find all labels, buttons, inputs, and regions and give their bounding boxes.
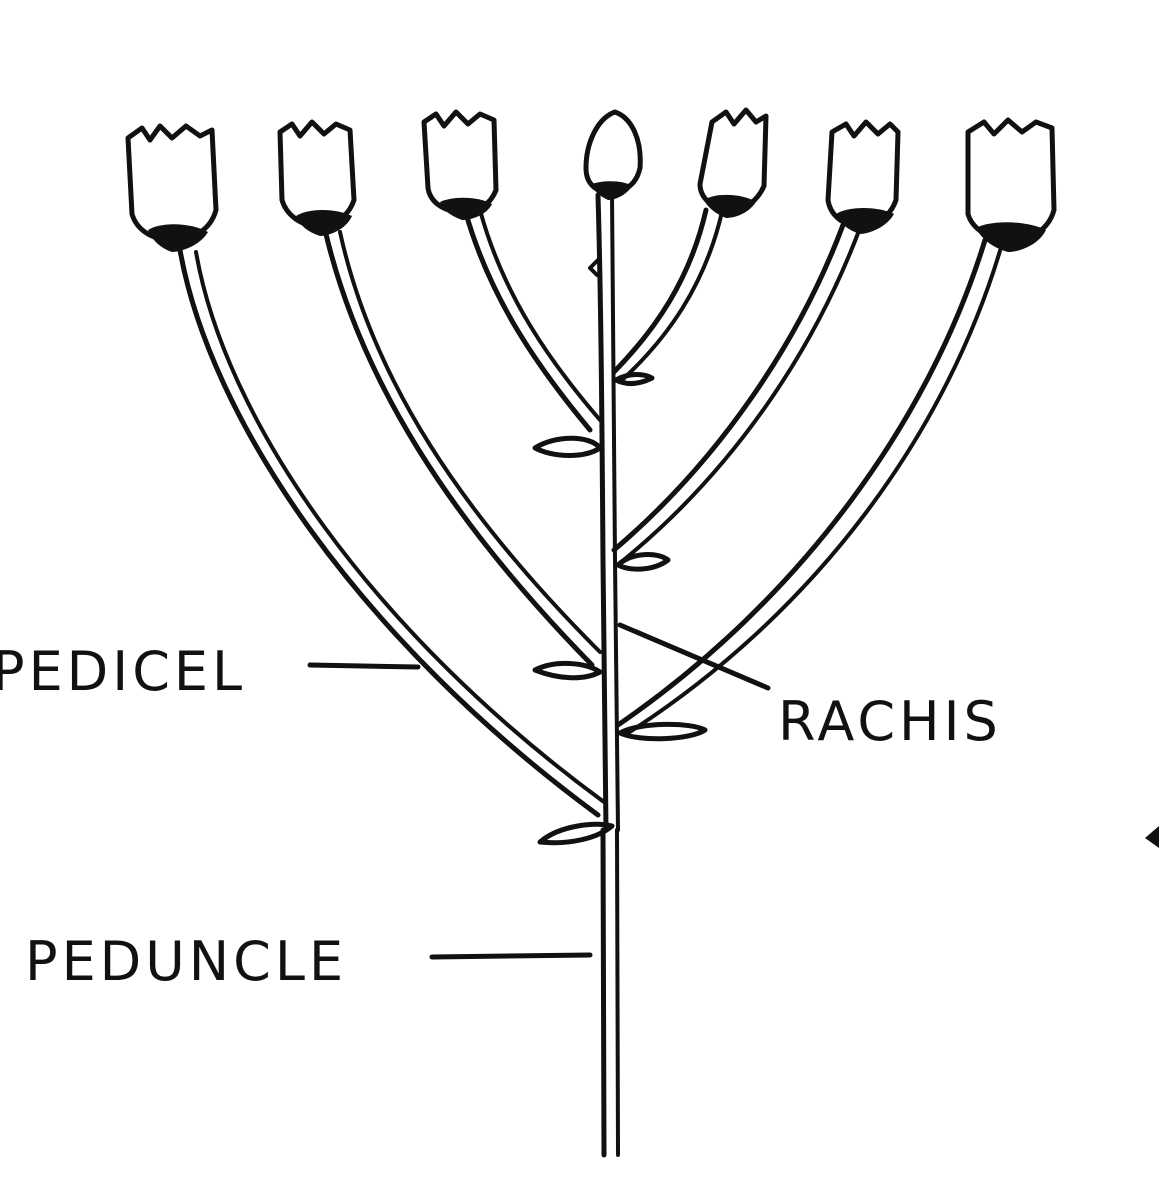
bract-5 bbox=[613, 372, 655, 387]
rachis-stem bbox=[595, 192, 609, 833]
pedicel-2-inner bbox=[338, 230, 602, 654]
flower-7 bbox=[965, 117, 1057, 252]
bract-3 bbox=[532, 435, 603, 458]
pedicel-1 bbox=[177, 247, 601, 818]
peduncle-label: PEDUNCLE bbox=[25, 930, 347, 993]
rachis-leader-line bbox=[617, 622, 771, 691]
pedicels bbox=[177, 207, 1004, 818]
pedicel-7-inner bbox=[623, 242, 1004, 737]
flower-2 bbox=[277, 119, 357, 236]
pedicel-6-inner bbox=[618, 226, 862, 565]
rachis-label: RACHIS bbox=[778, 690, 1002, 753]
peduncle-stem-inner bbox=[615, 828, 620, 1157]
pedicel-2 bbox=[322, 227, 595, 668]
pedicel-6 bbox=[611, 222, 846, 553]
pedicel-3-inner bbox=[478, 208, 602, 422]
flower-1 bbox=[125, 123, 219, 252]
bract-7 bbox=[617, 721, 708, 742]
pedicel-5-inner bbox=[618, 210, 724, 384]
rachis-stem-inner bbox=[610, 193, 620, 832]
pedicel-label: PEDICEL bbox=[0, 640, 246, 703]
flower-4-bud bbox=[583, 109, 643, 200]
axis-thorn bbox=[588, 258, 600, 277]
peduncle-stem bbox=[600, 827, 607, 1158]
leader-lines bbox=[307, 622, 771, 960]
bract-1 bbox=[537, 821, 615, 846]
flower-5 bbox=[697, 107, 769, 218]
peduncle-leader-line bbox=[429, 952, 593, 960]
main-axis bbox=[588, 192, 620, 1158]
bract-2 bbox=[532, 660, 603, 681]
pedicel-leader-line bbox=[307, 662, 421, 670]
flower-6 bbox=[825, 119, 901, 234]
edge-arrow-fragment bbox=[1145, 826, 1159, 848]
bracts bbox=[532, 372, 708, 846]
pedicel-3 bbox=[462, 207, 593, 433]
pedicel-5 bbox=[611, 207, 709, 375]
bract-6 bbox=[615, 552, 671, 572]
flowers bbox=[125, 107, 1057, 252]
pedicel-1-inner bbox=[194, 250, 606, 804]
flower-3 bbox=[421, 109, 499, 220]
pedicel-7 bbox=[615, 237, 988, 728]
